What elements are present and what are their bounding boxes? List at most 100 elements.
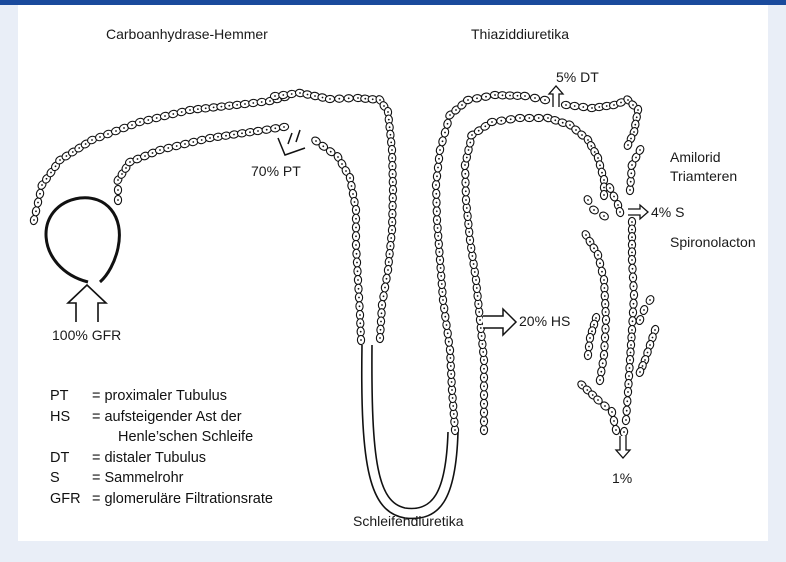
cell-nucleus [593,324,595,326]
cell-nucleus [598,106,600,108]
legend-row-hs: HS = aufsteigender Ast der [50,407,273,428]
cell-nucleus [466,157,468,159]
cell-nucleus [228,105,230,107]
cell-nucleus [613,420,615,422]
cell-nucleus [438,158,440,160]
cell-nucleus [338,98,340,100]
cell-nucleus [617,204,619,206]
legend-row-pt: PT = proximaler Tubulus [50,386,273,407]
cell-nucleus [465,182,467,184]
cell-nucleus [359,305,361,307]
cell-nucleus [35,210,37,212]
cell-nucleus [599,262,601,264]
cell-nucleus [589,241,591,243]
cell-nucleus [125,167,127,169]
cell-nucleus [384,287,386,289]
cell-nucleus [291,93,293,95]
cell-nucleus [623,431,625,433]
cell-nucleus [455,109,457,111]
cell-nucleus [481,335,483,337]
cell-nucleus [634,124,636,126]
cell-nucleus [37,202,39,204]
cell-nucleus [356,253,358,255]
cell-nucleus [469,239,471,241]
cell-nucleus [355,209,357,211]
cell-nucleus [603,179,605,181]
label-thiaziddiuretika: Thiaziddiuretika [471,26,569,42]
cell-nucleus [381,304,383,306]
cell-nucleus [633,303,635,305]
cell-nucleus [345,170,347,172]
cell-nucleus [600,371,602,373]
cell-nucleus [467,215,469,217]
cell-nucleus [597,157,599,159]
cell-nucleus [269,100,271,102]
cell-nucleus [574,105,576,107]
cell-nucleus [593,209,595,211]
cell-nucleus [381,312,383,314]
cell-nucleus [383,105,385,107]
cell-nucleus [329,98,331,100]
cell-nucleus [509,95,511,97]
cell-nucleus [479,319,481,321]
cell-nucleus [604,337,606,339]
cell-nucleus [647,352,649,354]
legend-abbr: HS [50,407,92,428]
cell-nucleus [390,245,392,247]
cell-nucleus [585,234,587,236]
cell-nucleus [630,344,632,346]
cell-nucleus [50,172,52,174]
cell-nucleus [389,126,391,128]
cell-nucleus [359,314,361,316]
cell-nucleus [221,106,223,108]
cell-nucleus [164,115,166,117]
legend-row-gfr: GFR = glomeruläre Filtrationsrate [50,489,273,510]
cell-nucleus [437,235,439,237]
cell-nucleus [620,102,622,104]
cell-nucleus [470,247,472,249]
legend-text: Henle’schen Schleife [50,427,253,448]
cell-nucleus [464,164,466,166]
cell-nucleus [447,123,449,125]
cell-nucleus [547,117,549,119]
cell-nucleus [637,109,639,111]
dt-arrow [549,86,563,107]
cell-nucleus [644,359,646,361]
cell-nucleus [582,106,584,108]
cell-nucleus [252,102,254,104]
cell-nucleus [59,159,61,161]
cell-nucleus [575,129,577,131]
cell-nucleus [491,121,493,123]
cell-nucleus [39,193,41,195]
cell-nucleus [249,131,251,133]
cell-nucleus [631,244,633,246]
cell-nucleus [581,384,583,386]
cell-nucleus [299,92,301,94]
cell-nucleus [594,151,596,153]
cell-nucleus [631,229,633,231]
label-spironolacton: Spironolacton [670,234,756,250]
cell-nucleus [639,319,641,321]
cell-nucleus [604,287,606,289]
label-100-percent-gfr: 100% GFR [52,327,121,343]
cell-nucleus [629,367,631,369]
cell-nucleus [261,101,263,103]
cell-nucleus [189,109,191,111]
cell-nucleus [476,287,478,289]
cell-nucleus [172,113,174,115]
cell-nucleus [629,359,631,361]
cell-nucleus [444,132,446,134]
cell-nucleus [117,179,119,181]
cell-nucleus [337,156,339,158]
cell-nucleus [606,105,608,107]
cell-nucleus [451,389,453,391]
legend-text: = aufsteigender Ast der [92,407,242,428]
cell-nucleus [615,429,617,431]
cell-nucleus [569,124,571,126]
cell-nucleus [167,147,169,149]
cell-nucleus [538,117,540,119]
cell-nucleus [631,221,633,223]
cell-nucleus [380,321,382,323]
cell-nucleus [630,138,632,140]
cell-nucleus [46,178,48,180]
